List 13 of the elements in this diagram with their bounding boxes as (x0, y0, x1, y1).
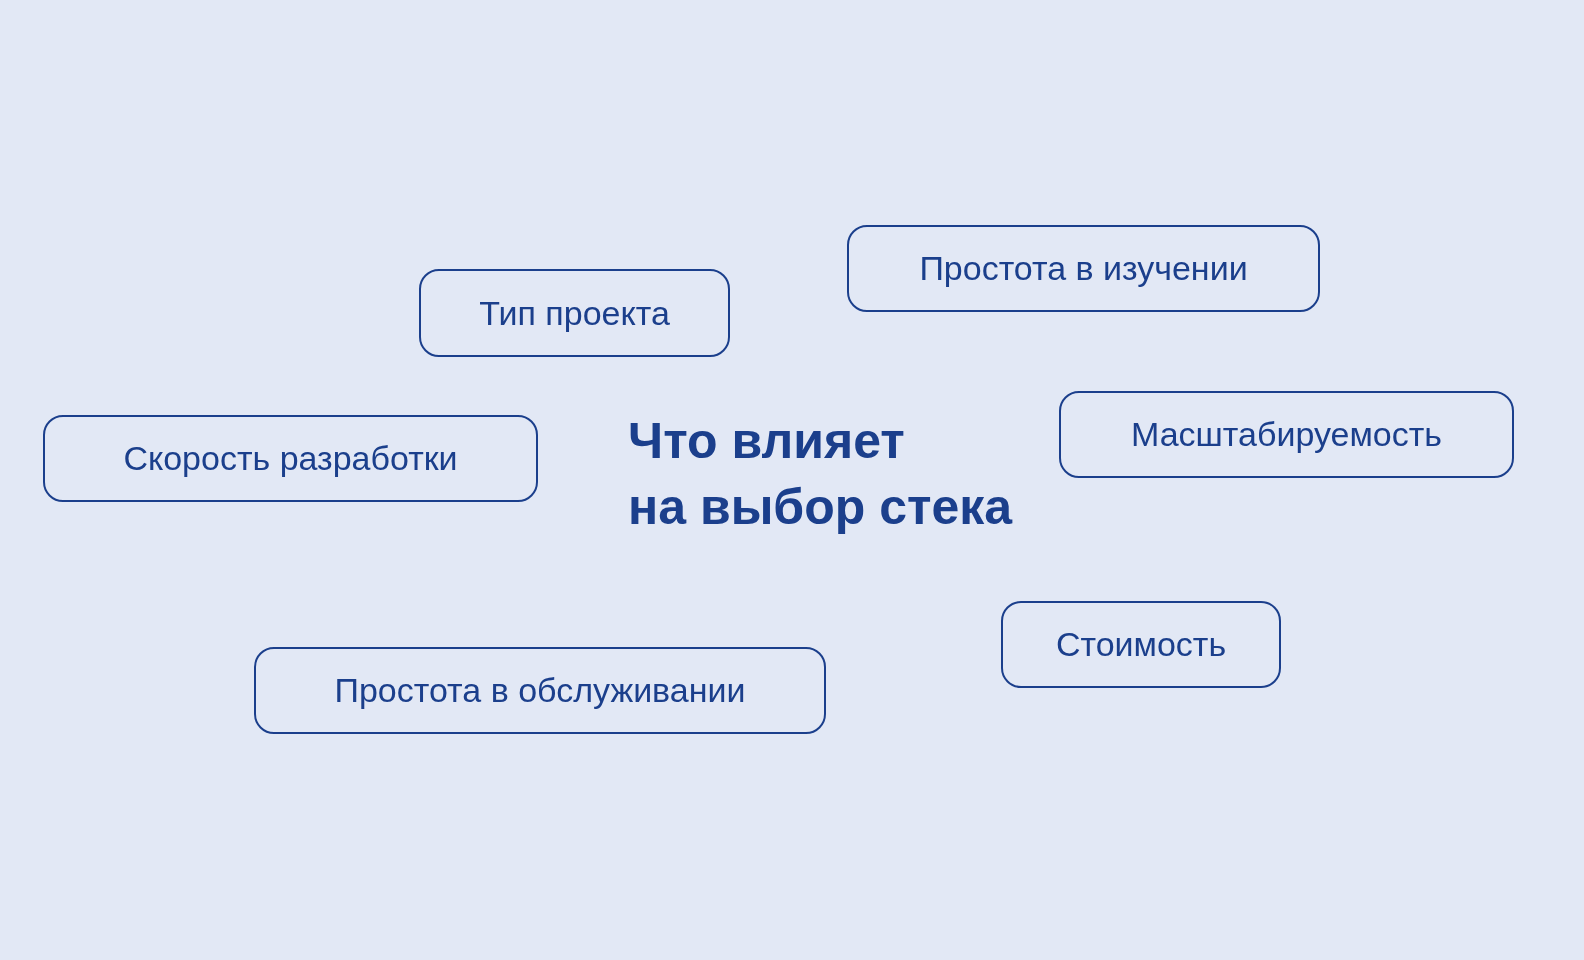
factor-box (419, 269, 730, 357)
factor-label: Простота в изучении (919, 249, 1248, 288)
factor-box (1059, 391, 1514, 478)
factor-box (254, 647, 826, 734)
factor-box (847, 225, 1320, 312)
factor-label: Скорость разработки (123, 439, 458, 478)
diagram-title: Что влияет на выбор стека (628, 412, 1013, 537)
factor-label: Тип проекта (479, 293, 670, 333)
factor-label: Стоимость (1055, 625, 1227, 664)
factor-box (1001, 601, 1281, 688)
factor-box (43, 415, 538, 502)
factor-label: Простота в обслуживании (334, 671, 746, 710)
factor-label: Масштабируемость (1130, 415, 1443, 454)
